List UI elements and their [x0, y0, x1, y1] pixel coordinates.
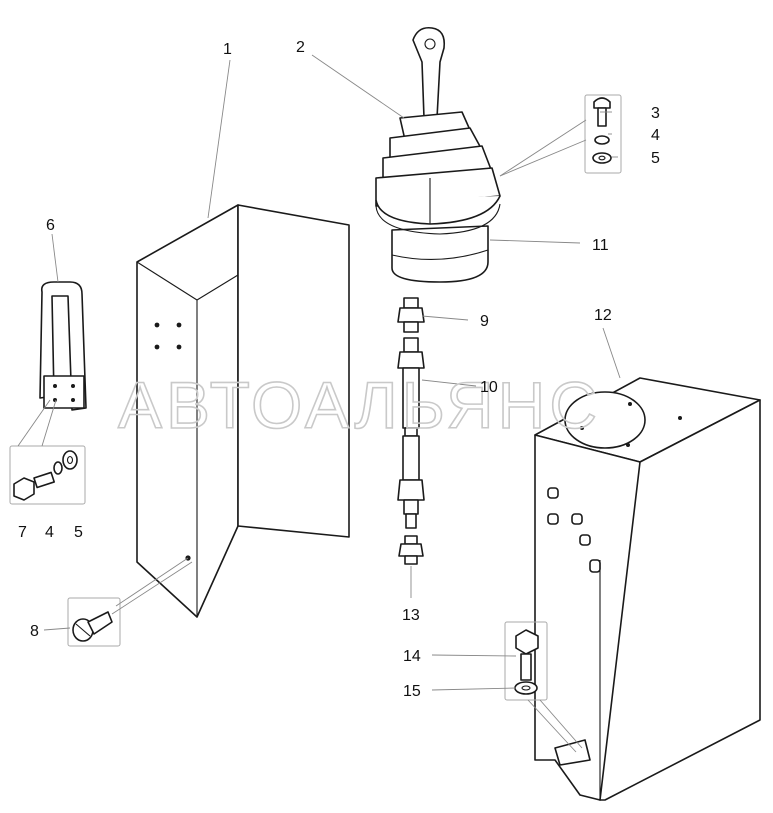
part-1-bracket-plate — [136, 204, 350, 618]
part-7-4-5-fastener-set-left — [9, 445, 86, 505]
callout-5-left: 5 — [74, 524, 83, 541]
part-13-fitting — [398, 535, 424, 565]
callout-8: 8 — [30, 623, 39, 640]
leader-lines — [17, 54, 621, 753]
part-11-base-housing — [375, 203, 501, 283]
callout-11: 11 — [592, 237, 609, 254]
part-8-bolt — [67, 597, 121, 647]
callout-3: 3 — [651, 105, 660, 122]
callout-2: 2 — [296, 39, 305, 56]
part-9-fitting — [397, 297, 425, 333]
callout-10: 10 — [480, 379, 498, 396]
part-10-hose-assembly — [397, 337, 425, 529]
part-2-joystick-lever — [375, 26, 501, 225]
callout-9: 9 — [480, 313, 489, 330]
callout-13: 13 — [402, 607, 420, 624]
callout-14: 14 — [403, 648, 421, 665]
part-6-u-handle — [39, 281, 87, 411]
callout-7: 7 — [18, 524, 27, 541]
callout-1: 1 — [223, 41, 232, 58]
callout-4-top: 4 — [651, 127, 660, 144]
part-12-console-housing — [534, 377, 761, 801]
callout-6: 6 — [46, 217, 55, 234]
callout-5-top: 5 — [651, 150, 660, 167]
callout-15: 15 — [403, 683, 421, 700]
part-14-15-bolt-washer — [504, 621, 548, 701]
watermark-text: АВТОАЛЬЯНС — [118, 368, 601, 442]
callout-4-left: 4 — [45, 524, 54, 541]
callout-numbers: 1 2 3 4 5 6 7 4 5 8 9 10 11 12 13 14 15 — [18, 39, 660, 700]
part-3-4-5-fastener-set-top — [584, 94, 622, 174]
callout-12: 12 — [594, 307, 612, 324]
